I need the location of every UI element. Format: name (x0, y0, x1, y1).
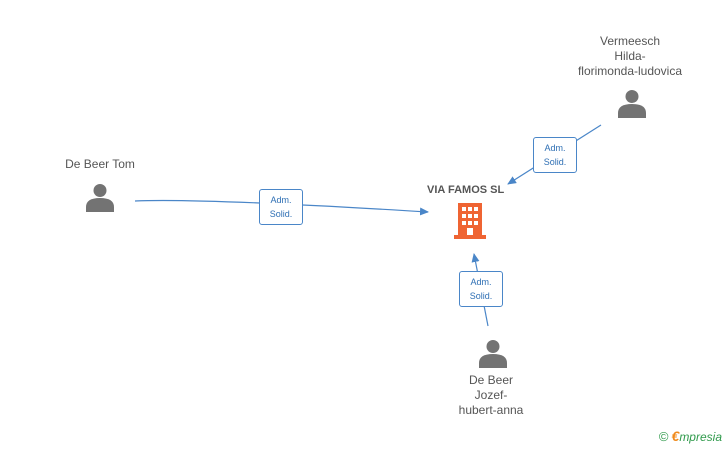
person-name-line: Jozef- (474, 388, 508, 402)
relation-label-line: Adm. (270, 195, 292, 205)
person-name-line: hubert-anna (458, 403, 524, 417)
person-name-vermeesch-hilda[interactable]: Vermeesch Hilda- florimonda-ludovica (569, 34, 691, 79)
person-icon[interactable] (85, 182, 115, 212)
relation-label-line: Adm. (470, 277, 492, 287)
person-icon[interactable] (478, 338, 508, 368)
person-name-line: florimonda-ludovica (577, 64, 683, 78)
relation-label-line: Solid. (269, 209, 293, 219)
relation-label-hilda[interactable]: Adm. Solid. (533, 137, 577, 173)
brand-name: mpresia (679, 430, 722, 444)
person-name-line: Vermeesch (599, 34, 661, 48)
building-icon[interactable] (454, 203, 486, 239)
relation-label-line: Solid. (543, 157, 567, 167)
relation-label-tom[interactable]: Adm. Solid. (259, 189, 303, 225)
person-name-de-beer-jozef[interactable]: De Beer Jozef- hubert-anna (441, 373, 541, 418)
relation-label-line: Solid. (469, 291, 493, 301)
edge-tom-to-company (134, 199, 429, 216)
person-icon[interactable] (617, 88, 647, 118)
copyright-symbol: © (658, 429, 669, 444)
person-name-line: De Beer Tom (65, 157, 135, 171)
person-name-line: De Beer (468, 373, 514, 387)
person-name-line: Hilda- (614, 49, 646, 63)
person-name-de-beer-tom[interactable]: De Beer Tom (50, 157, 150, 172)
relation-label-line: Adm. (544, 143, 566, 153)
brand-initial: € (671, 428, 680, 444)
relation-label-jozef[interactable]: Adm. Solid. (459, 271, 503, 307)
company-name[interactable]: VIA FAMOS SL (427, 184, 505, 196)
brand-watermark: ©€mpresia (659, 428, 722, 444)
